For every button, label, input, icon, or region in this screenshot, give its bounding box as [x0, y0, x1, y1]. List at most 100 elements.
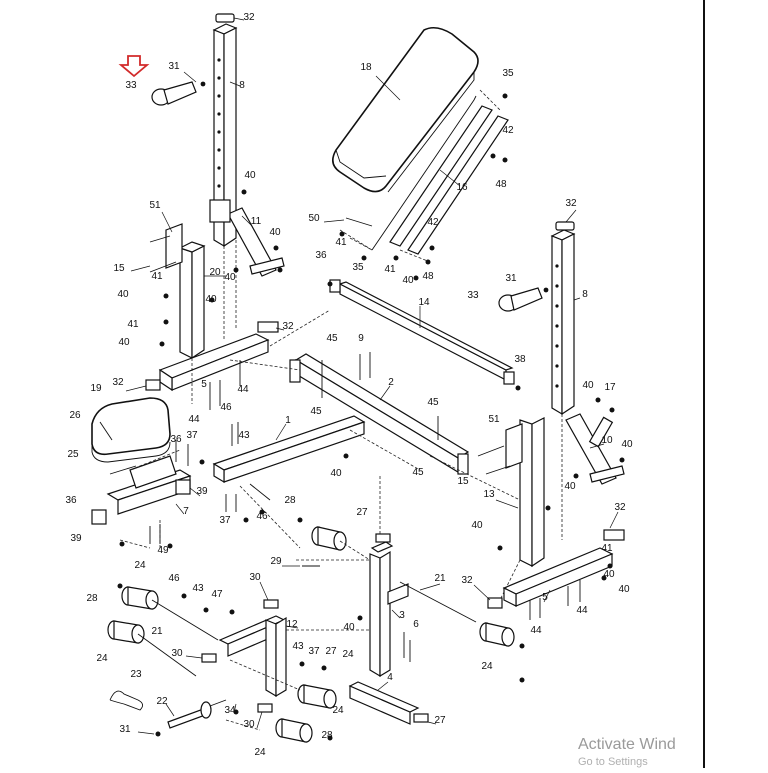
part-label-18: 18: [360, 62, 372, 73]
part-label-13: 13: [483, 489, 495, 500]
part-label-24: 24: [96, 653, 108, 664]
cross-bar: [329, 279, 515, 385]
part-label-3: 3: [399, 610, 405, 621]
part-label-46: 46: [256, 511, 268, 522]
part-label-28: 28: [284, 495, 296, 506]
part-label-45: 45: [326, 333, 338, 344]
seat-pad: [91, 397, 171, 463]
part-label-5: 5: [542, 592, 548, 603]
part-label-44: 44: [237, 384, 249, 395]
part-label-9: 9: [358, 333, 364, 344]
left-support-arm: [209, 199, 285, 277]
part-label-32: 32: [112, 377, 124, 388]
part-label-46: 46: [168, 573, 180, 584]
part-label-41: 41: [384, 264, 396, 275]
leg-tube-3: [369, 533, 409, 678]
seat-frame: [212, 415, 366, 484]
part-label-25: 25: [67, 449, 79, 460]
part-label-28: 28: [86, 593, 98, 604]
right-upright-tube: [505, 221, 576, 568]
part-label-32: 32: [565, 198, 577, 209]
part-label-40: 40: [471, 520, 483, 531]
seat-bracket: [91, 455, 192, 525]
part-label-36: 36: [315, 250, 327, 261]
part-label-21: 21: [434, 573, 446, 584]
part-label-24: 24: [342, 649, 354, 660]
part-label-45: 45: [412, 467, 424, 478]
part-label-36: 36: [65, 495, 77, 506]
part-label-30: 30: [249, 572, 261, 583]
part-label-28: 28: [321, 730, 333, 741]
main-frame: [289, 353, 470, 475]
part-label-34: 34: [224, 705, 236, 716]
part-label-24: 24: [481, 661, 493, 672]
part-label-24: 24: [134, 560, 146, 571]
left-base-tube: [145, 321, 279, 392]
right-base-tube: [487, 529, 625, 609]
part-label-27: 27: [356, 507, 368, 518]
part-label-32: 32: [282, 321, 294, 332]
part-label-20: 20: [209, 267, 221, 278]
part-label-27: 27: [434, 715, 446, 726]
part-label-40: 40: [205, 294, 217, 305]
part-label-8: 8: [582, 289, 588, 300]
part-label-6: 6: [413, 619, 419, 630]
part-label-27: 27: [325, 646, 337, 657]
part-label-51: 51: [149, 200, 161, 211]
part-label-10: 10: [601, 435, 613, 446]
part-label-23: 23: [130, 669, 142, 680]
part-label-48: 48: [495, 179, 507, 190]
right-weight-horn: [498, 287, 549, 312]
part-label-15: 15: [457, 476, 469, 487]
part-label-30: 30: [171, 648, 183, 659]
part-label-37: 37: [308, 646, 320, 657]
part-label-39: 39: [196, 486, 208, 497]
left-weight-horn: [151, 81, 206, 106]
part-label-15: 15: [113, 263, 125, 274]
part-label-45: 45: [427, 397, 439, 408]
roller-tube-left: [137, 599, 219, 677]
part-label-30: 30: [243, 719, 255, 730]
part-label-40: 40: [618, 584, 630, 595]
leg-tube-4: [348, 681, 429, 725]
right-support-arm: [565, 413, 625, 485]
activation-watermark-text: Activate Wind: [578, 736, 676, 753]
part-label-40: 40: [118, 337, 130, 348]
part-label-31: 31: [505, 273, 517, 284]
part-label-11: 11: [251, 216, 262, 227]
part-label-32: 32: [461, 575, 473, 586]
part-label-32: 32: [243, 12, 255, 23]
part-label-29: 29: [270, 556, 282, 567]
part-label-2: 2: [388, 377, 394, 388]
part-label-40: 40: [621, 439, 633, 450]
part-label-40: 40: [343, 622, 355, 633]
part-label-43: 43: [238, 430, 250, 441]
part-label-4: 4: [387, 672, 393, 683]
assembly-guide-lines: [119, 89, 563, 731]
part-label-42: 42: [502, 125, 514, 136]
part-label-35: 35: [352, 262, 364, 273]
part-label-44: 44: [188, 414, 200, 425]
leader-lines: [125, 17, 619, 735]
part-label-12: 12: [286, 619, 298, 630]
part-label-45: 45: [310, 406, 322, 417]
part-label-40: 40: [269, 227, 281, 238]
part-label-40: 40: [224, 272, 236, 283]
page-border-line: [703, 0, 705, 768]
part-label-14: 14: [418, 297, 430, 308]
part-label-47: 47: [211, 589, 223, 600]
part-label-17: 17: [604, 382, 616, 393]
back-pad: [332, 26, 479, 193]
part-label-31: 31: [168, 61, 180, 72]
part-label-19: 19: [90, 383, 102, 394]
part-label-31: 31: [119, 724, 131, 735]
roller-pads-right: [399, 581, 515, 647]
part-label-40: 40: [244, 170, 256, 181]
part-label-41: 41: [151, 271, 163, 282]
part-label-41: 41: [335, 237, 347, 248]
part-label-41: 41: [127, 319, 139, 330]
part-label-24: 24: [254, 747, 266, 758]
part-label-40: 40: [603, 569, 615, 580]
